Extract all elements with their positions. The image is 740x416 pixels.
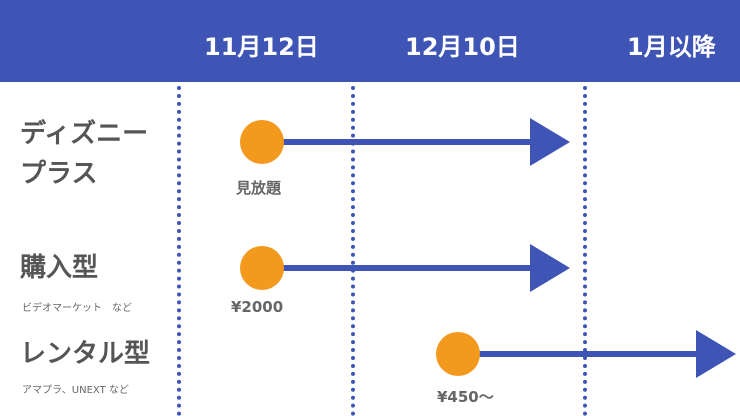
row-sub-rental: アマプラ、UNEXT など [22,385,129,396]
row-name-rental: レンタル型 [20,339,151,369]
name-line: ディズニー [20,119,149,149]
row-sub-purchase: ビデオマーケット など [22,303,132,314]
name-line: プラス [20,159,98,189]
start-dot [240,246,284,290]
row-name-purchase: 購入型 [20,253,99,283]
price-label: ¥2000 [231,298,284,316]
divider-line [177,86,181,416]
divider-line [351,86,355,416]
arrow-disney [240,118,570,166]
date-label: 11月12日 [204,33,319,61]
start-dot [240,120,284,164]
date-label: 12月10日 [405,33,520,61]
date-label: 1月以降 [627,33,716,61]
price-label: ¥450〜 [437,388,494,406]
arrow-rental [436,330,736,378]
divider-line [583,86,587,416]
start-dot [436,332,480,376]
timeline-header: 11月12日 12月10日 1月以降 [0,0,740,82]
arrow-purchase [240,244,570,292]
row-name-disney: ディズニー プラス [20,114,148,194]
price-label: 見放題 [236,179,282,197]
